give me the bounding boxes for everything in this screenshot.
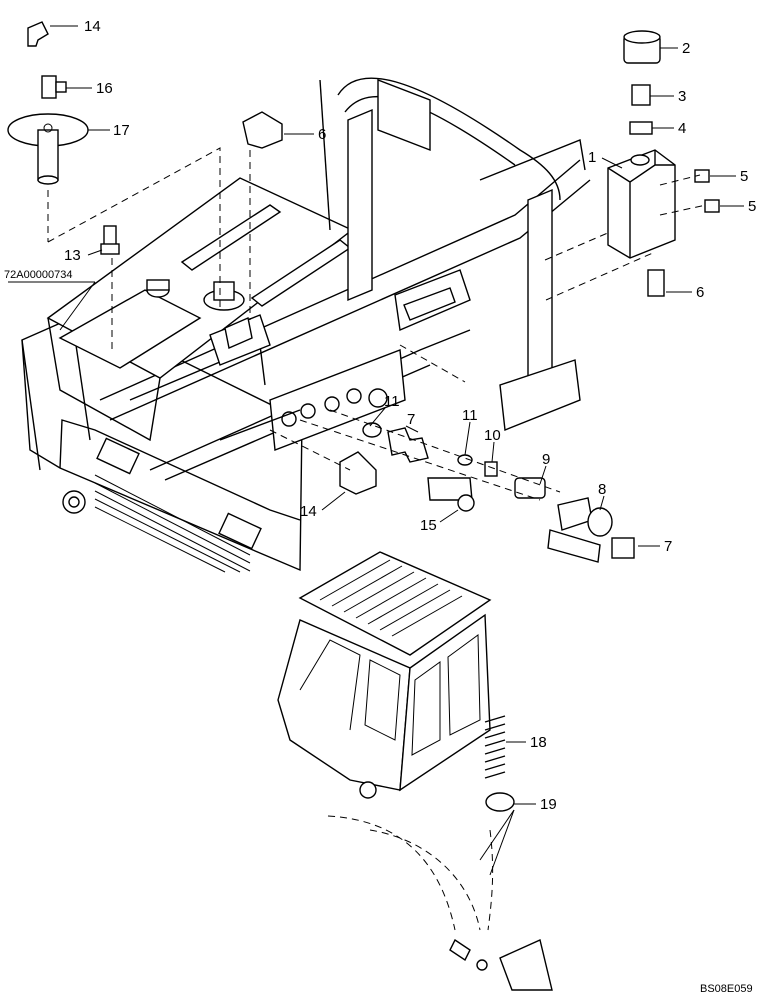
callout-8: 8 (598, 481, 606, 498)
harness-assembly (327, 715, 553, 991)
callout-1: 1 (588, 149, 596, 166)
callout-labels: 14 16 17 13 6 2 3 4 1 5 5 6 11 7 11 10 9… (64, 18, 756, 813)
callout-17: 17 (113, 122, 130, 139)
callout-7: 7 (407, 411, 415, 428)
callout-4: 4 (678, 120, 686, 137)
callout-9: 9 (542, 451, 550, 468)
machine-frame (21, 77, 591, 573)
callout-7: 7 (664, 538, 672, 555)
callout-leaders (50, 25, 744, 876)
callout-18: 18 (530, 734, 547, 751)
callout-14: 14 (84, 18, 101, 35)
callout-6: 6 (318, 126, 326, 143)
callout-10: 10 (484, 427, 501, 444)
callout-3: 3 (678, 88, 686, 105)
callout-16: 16 (96, 80, 113, 97)
callout-14: 14 (300, 503, 317, 520)
callout-15: 15 (420, 517, 437, 534)
assembly-lines (47, 147, 707, 501)
operator-cab (277, 551, 492, 799)
drawing-id: 72A00000734 (4, 269, 73, 281)
callout-5: 5 (748, 198, 756, 215)
callout-11: 11 (384, 393, 400, 410)
callout-5: 5 (740, 168, 748, 185)
callout-6: 6 (696, 284, 704, 301)
callout-19: 19 (540, 796, 557, 813)
callout-2: 2 (682, 40, 690, 57)
callout-13: 13 (64, 247, 81, 264)
callout-11: 11 (462, 407, 478, 424)
exploded-parts (7, 21, 720, 563)
sheet-code: BS08E059 (700, 983, 753, 995)
